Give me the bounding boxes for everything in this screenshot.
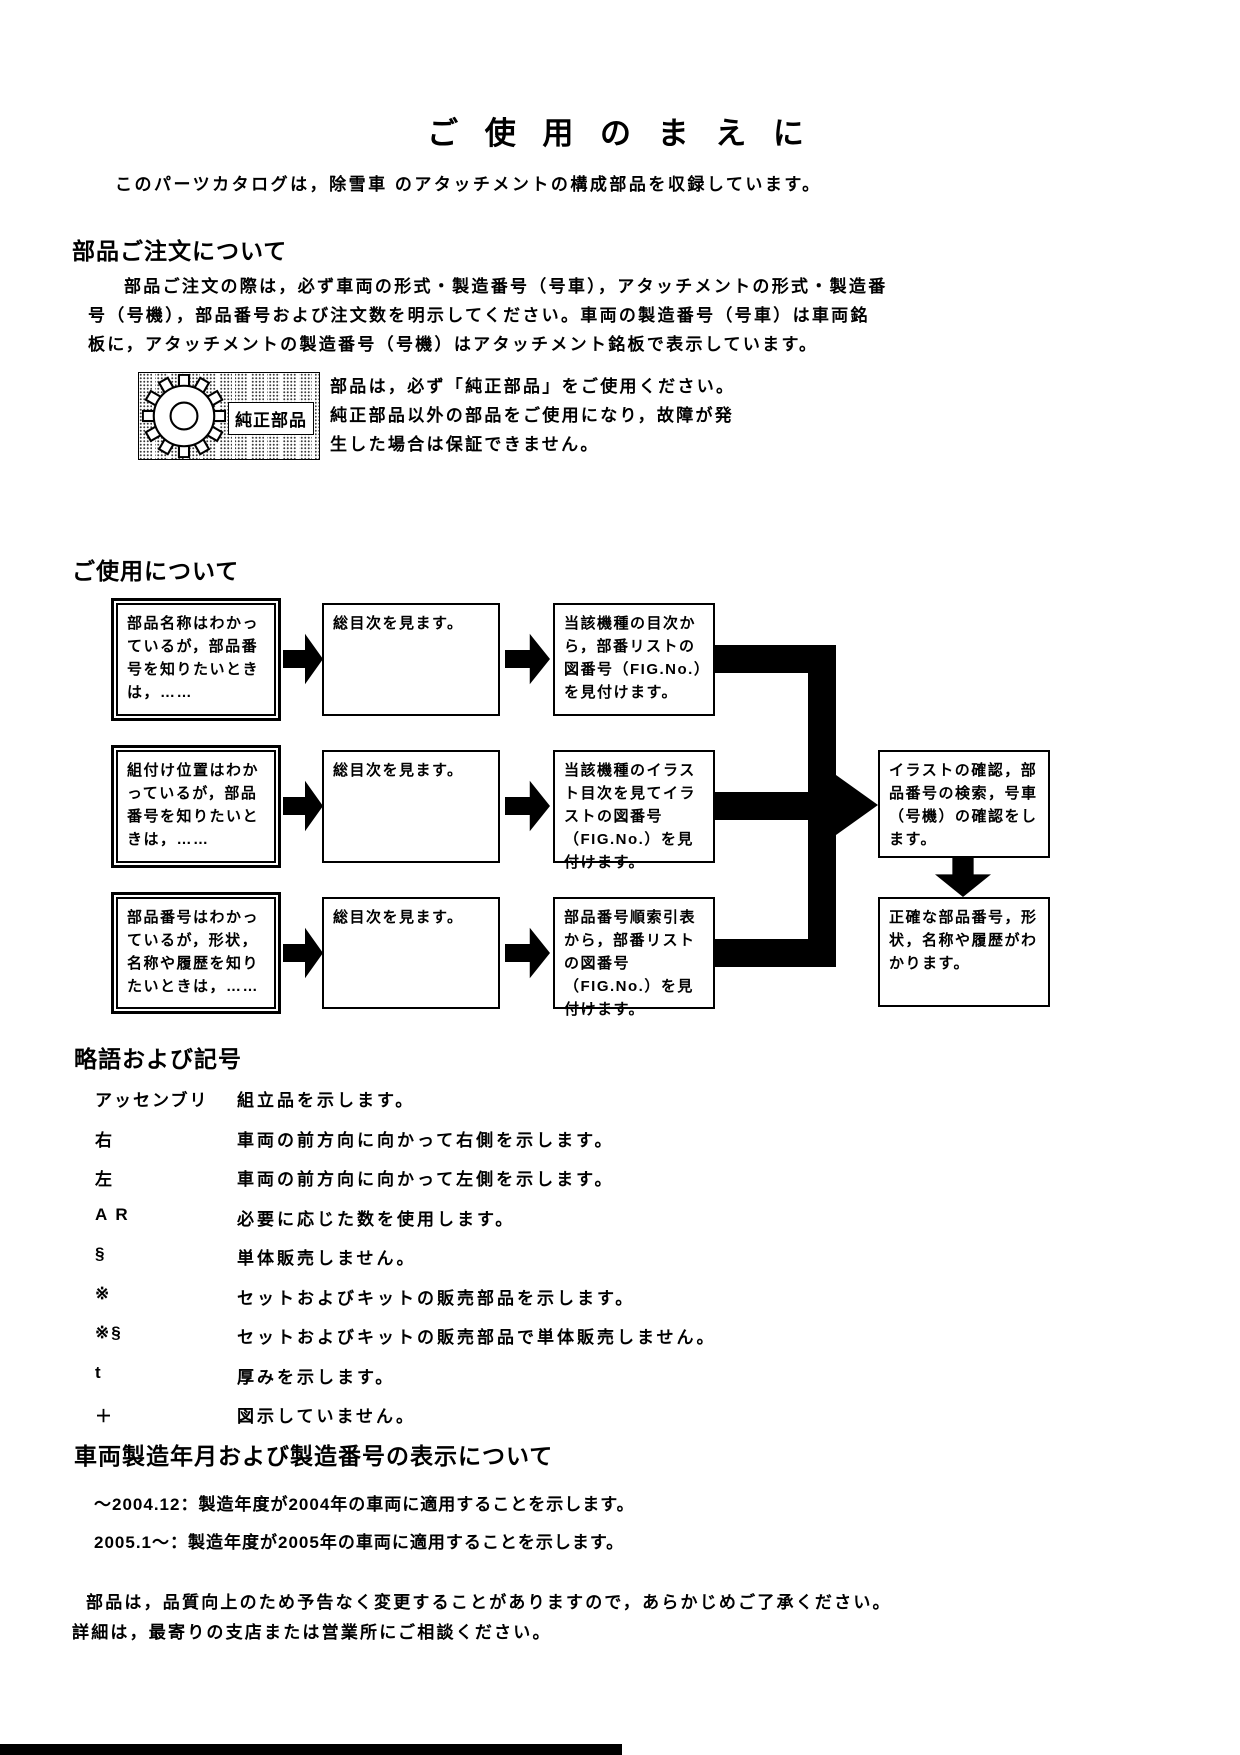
- arrow-right-icon: [836, 775, 878, 835]
- flow-step-box: 当該機種のイラスト目次を見てイラストの図番号（FIG.No.）を見付けます。: [553, 750, 715, 871]
- abbreviation-term: A R: [95, 1204, 130, 1224]
- abbreviation-row: § 単体販売しません。: [95, 1244, 995, 1269]
- flow-start-box: 部品名称はわかっているが，部品番号を知りたいときは，……: [116, 603, 276, 716]
- flow-result-box: 正確な部品番号，形状，名称や履歴がわかります。: [878, 897, 1050, 1007]
- flow-step-box: 総目次を見ます。: [322, 603, 500, 716]
- footer-note: 部品は，品質向上のため予告なく変更することがありますので，あらかじめご了承くださ…: [72, 1588, 892, 1647]
- abbreviation-term: §: [95, 1244, 107, 1263]
- page-title: ご 使 用 の ま え に: [427, 116, 813, 151]
- gear-icon: [142, 374, 226, 458]
- abbreviation-row: 左 車両の前方向に向かって左側を示します。: [95, 1165, 995, 1190]
- abbreviation-term: ＋: [95, 1407, 114, 1426]
- flow-connector: [713, 792, 810, 820]
- footer-line: 部品は，品質向上のため予告なく変更することがありますので，あらかじめご了承くださ…: [86, 1593, 892, 1612]
- genuine-parts-label: 純正部品: [228, 402, 314, 435]
- footer-line: 詳細は，最寄りの支店または営業所にご相談ください。: [72, 1622, 552, 1642]
- genuine-parts-emblem: 純正部品: [138, 372, 320, 460]
- ordering-body-line: 板に，アタッチメントの製造番号（号機）はアタッチメント銘板で表示しています。: [88, 335, 819, 354]
- arrow-right-icon: [505, 780, 550, 832]
- abbreviation-term: ※§: [95, 1323, 123, 1342]
- abbreviation-term: アッセンブリ: [95, 1091, 209, 1110]
- abbreviation-term: t: [95, 1362, 103, 1382]
- abbreviation-row: ＋ 図示していません。: [95, 1402, 995, 1427]
- arrow-right-icon: [505, 927, 550, 979]
- genuine-note-line: 部品は，必ず「純正部品」をご使用ください。: [330, 377, 736, 396]
- flow-connector: [713, 939, 810, 967]
- abbreviation-desc: セットおよびキットの販売部品で単体販売しません。: [237, 1328, 717, 1347]
- flow-step-box: 総目次を見ます。: [322, 750, 500, 863]
- flow-result-box: イラストの確認，部品番号の検索，号車（号機）の確認をします。: [878, 750, 1050, 858]
- arrow-down-icon: [935, 858, 991, 897]
- genuine-note-line: 純正部品以外の部品をご使用になり，故障が発: [330, 406, 735, 425]
- abbreviation-desc: 車両の前方向に向かって左側を示します。: [237, 1170, 615, 1189]
- abbreviation-desc: 厚みを示します。: [237, 1367, 396, 1387]
- ordering-body-line: 部品ご注文の際は，必ず車両の形式・製造番号（号車），アタッチメントの形式・製造番: [124, 277, 888, 296]
- section-heading-usage: ご使用について: [72, 558, 240, 584]
- abbreviation-term: ※: [95, 1283, 112, 1303]
- flow-connector-vertical: [808, 645, 836, 967]
- intro-text: このパーツカタログは，除雪車 のアタッチメントの構成部品を収録しています。: [115, 175, 822, 194]
- arrow-right-icon: [283, 780, 323, 832]
- abbreviation-row: 右 車両の前方向に向かって右側を示します。: [95, 1126, 995, 1151]
- abbreviation-desc: セットおよびキットの販売部品を示します。: [237, 1288, 636, 1308]
- section-heading-manufacture: 車両製造年月および製造番号の表示について: [74, 1443, 554, 1469]
- abbreviation-desc: 図示していません。: [237, 1407, 416, 1426]
- abbreviation-row: ※ セットおよびキットの販売部品を示します。: [95, 1284, 995, 1309]
- arrow-right-icon: [283, 927, 323, 979]
- ordering-body: 部品ご注文の際は，必ず車両の形式・製造番号（号車），アタッチメントの形式・製造番…: [88, 272, 888, 359]
- manufacture-line: 2005.1～：製造年度が2005年の車両に適用することを示します。: [94, 1533, 625, 1552]
- section-heading-ordering: 部品ご注文について: [72, 238, 288, 264]
- abbreviation-term: 左: [95, 1170, 114, 1189]
- scan-artifact-bar: [0, 1744, 622, 1755]
- flow-start-box: 部品番号はわかっているが，形状，名称や履歴を知りたいときは，……: [116, 897, 276, 1009]
- abbreviation-list: アッセンブリ 組立品を示します。 右 車両の前方向に向かって右側を示します。 左…: [95, 1086, 995, 1442]
- genuine-note-line: 生した場合は保証できません。: [330, 435, 600, 454]
- abbreviation-desc: 車両の前方向に向かって右側を示します。: [237, 1130, 615, 1150]
- flow-step-box: 総目次を見ます。: [322, 897, 500, 1009]
- manufacture-lines: ～2004.12：製造年度が2004年の車両に適用することを示します。 2005…: [94, 1486, 635, 1562]
- flow-step-box: 当該機種の目次から，部番リストの図番号（FIG.No.）を見付けます。: [553, 603, 715, 716]
- section-heading-abbreviations: 略語および記号: [74, 1046, 242, 1072]
- arrow-right-icon: [283, 633, 323, 685]
- abbreviation-desc: 単体販売しません。: [237, 1249, 417, 1268]
- abbreviation-desc: 組立品を示します。: [237, 1091, 416, 1110]
- manufacture-line: ～2004.12：製造年度が2004年の車両に適用することを示します。: [94, 1495, 635, 1514]
- flow-start-box: 組付け位置はわかっているが，部品番号を知りたいときは，……: [116, 750, 276, 863]
- abbreviation-row: ※§ セットおよびキットの販売部品で単体販売しません。: [95, 1323, 995, 1348]
- flow-step-box: 部品番号順索引表から，部番リストの図番号（FIG.No.）を見付けます。: [553, 897, 715, 1018]
- flow-connector: [713, 645, 810, 673]
- abbreviation-term: 右: [95, 1130, 114, 1150]
- arrow-right-icon: [505, 633, 550, 685]
- abbreviation-row: A R 必要に応じた数を使用します。: [95, 1205, 995, 1230]
- abbreviation-row: t 厚みを示します。: [95, 1363, 995, 1388]
- ordering-body-line: 号（号機），部品番号および注文数を明示してください。車両の製造番号（号車）は車両…: [88, 306, 870, 325]
- abbreviation-row: アッセンブリ 組立品を示します。: [95, 1086, 995, 1111]
- genuine-parts-note: 部品は，必ず「純正部品」をご使用ください。 純正部品以外の部品をご使用になり，故…: [330, 372, 735, 459]
- abbreviation-desc: 必要に応じた数を使用します。: [237, 1209, 516, 1229]
